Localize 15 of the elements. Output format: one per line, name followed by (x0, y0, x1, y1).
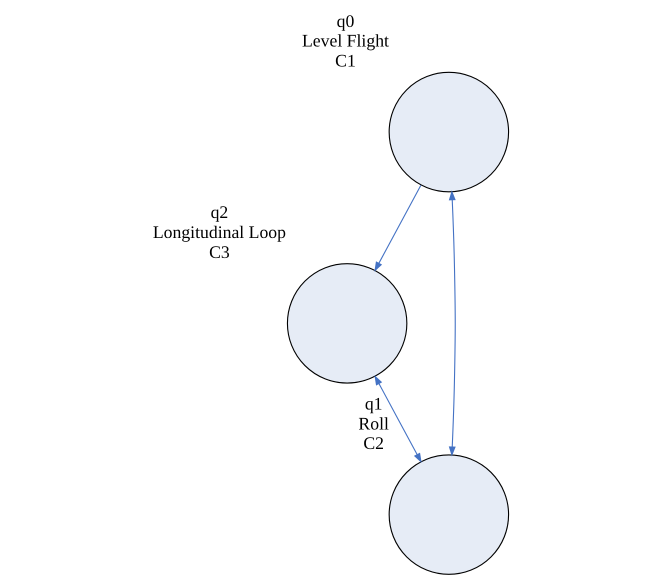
node-circle (286, 263, 407, 384)
node-label: C3 (208, 242, 230, 262)
node-label: Longitudinal Loop (152, 222, 286, 242)
node-circle (388, 454, 509, 575)
node-label: Roll (358, 413, 388, 434)
node-label: C2 (362, 433, 384, 454)
node-label: C1 (334, 50, 356, 71)
node-label: q2 (210, 202, 228, 222)
node-label: q0 (336, 10, 354, 31)
node-label: Level Flight (302, 30, 388, 51)
arrow (448, 190, 456, 456)
arrow (374, 185, 421, 272)
arrow (374, 375, 422, 464)
node-circle (388, 72, 509, 192)
node-label: q1 (364, 393, 382, 414)
